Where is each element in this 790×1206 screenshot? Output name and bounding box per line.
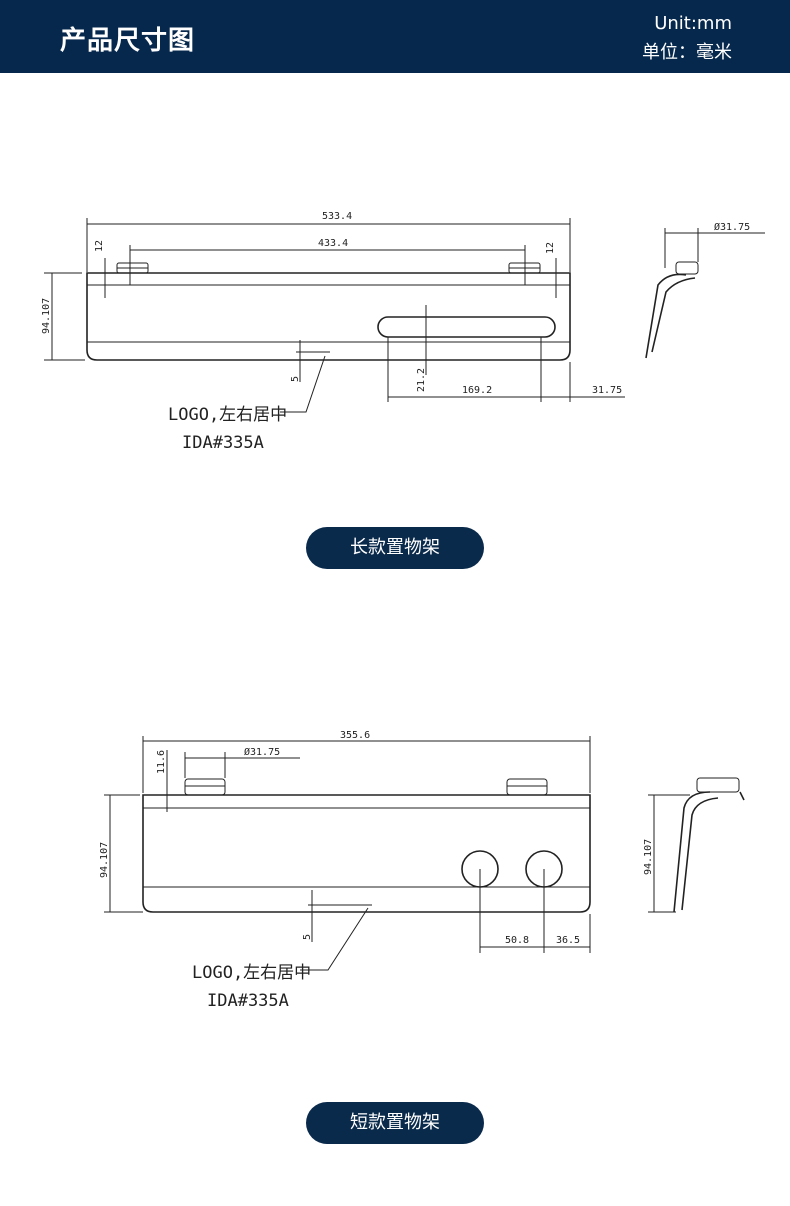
logo-note: LOGO,左右居中 xyxy=(192,963,311,983)
dim-slot-edge-offset: 31.75 xyxy=(592,385,622,396)
dim-peg-diameter: Ø31.75 xyxy=(714,221,750,233)
logo-note: LOGO,左右居中 xyxy=(168,405,287,425)
dim-logo-offset: 5 xyxy=(290,376,301,382)
unit-label-cn: 单位：毫米 xyxy=(642,42,732,63)
dim-total-width: 355.6 xyxy=(340,730,370,741)
page-title: 产品尺寸图 xyxy=(60,26,196,56)
unit-label-en: Unit:mm xyxy=(654,13,732,34)
long-rack-front-view: 533.4 433.4 12 12 94.107 21.2 169.2 31.7… xyxy=(41,211,625,453)
dim-peg-diameter: Ø31.75 xyxy=(244,746,280,758)
short-rack-side-view: 94.107 xyxy=(643,777,745,913)
short-rack-label: 短款置物架 xyxy=(306,1102,484,1144)
short-rack-body xyxy=(142,794,591,913)
peg-left xyxy=(184,778,226,796)
dim-peg-offset-right: 12 xyxy=(545,242,556,254)
dim-logo-offset: 5 xyxy=(302,934,313,940)
dim-height: 94.107 xyxy=(99,842,110,878)
header-bar: 产品尺寸图 Unit:mm 单位：毫米 xyxy=(0,0,790,73)
dim-height: 94.107 xyxy=(41,298,52,334)
model-number: IDA#335A xyxy=(207,991,289,1011)
dim-side-height: 94.107 xyxy=(643,839,654,875)
dim-slot-height: 21.2 xyxy=(416,368,427,392)
dim-peg-offset-left: 12 xyxy=(94,240,105,252)
short-rack-front-view: 355.6 Ø31.75 11.6 94.107 50.8 36.5 5 LOG… xyxy=(99,730,591,1011)
dim-slot-width: 169.2 xyxy=(462,385,492,396)
dim-hole-edge-offset: 36.5 xyxy=(556,935,580,946)
dim-total-width: 533.4 xyxy=(322,211,352,222)
model-number: IDA#335A xyxy=(182,433,264,453)
long-rack-side-view: Ø31.75 xyxy=(645,221,765,359)
long-rack-slot xyxy=(377,316,556,338)
long-rack-body xyxy=(86,272,571,361)
dim-hole-spacing: 50.8 xyxy=(505,935,529,946)
long-rack-label: 长款置物架 xyxy=(306,527,484,569)
peg-right xyxy=(506,778,548,796)
dim-peg-offset: 11.6 xyxy=(156,750,167,774)
dim-peg-spacing: 433.4 xyxy=(318,238,348,249)
